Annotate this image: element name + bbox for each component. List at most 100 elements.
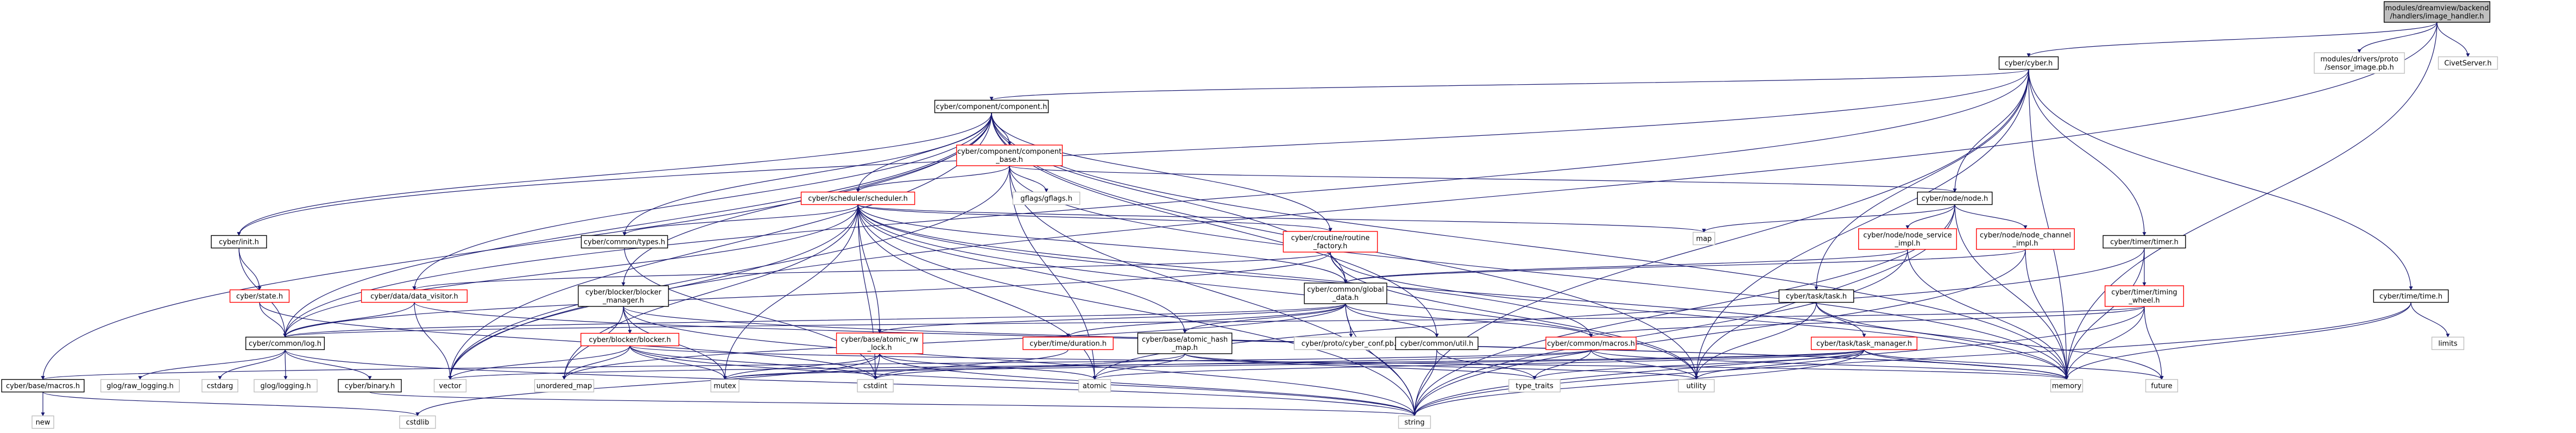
node-box [245, 336, 325, 350]
node-civet[interactable]: CivetServer.h [2438, 56, 2498, 70]
node-cyber-h[interactable]: cyber/cyber.h [1998, 56, 2059, 70]
edge-root-to-memory [2064, 22, 2438, 380]
node-limits[interactable]: limits [2431, 336, 2465, 350]
node-box [1395, 336, 1479, 350]
node-box [1508, 379, 1561, 393]
node-box [534, 379, 595, 393]
node-label: cyber/data/data_visitor.h [370, 293, 458, 301]
node-label: cyber/timer/timing [2111, 288, 2177, 297]
node-box [956, 145, 1063, 166]
edge-task-manager-to-type-traits [1532, 349, 1865, 380]
node-init-h[interactable]: cyber/init.h [211, 235, 267, 249]
node-base-macros[interactable]: cyber/base/macros.h [1, 379, 85, 393]
node-cstdlib[interactable]: cstdlib [399, 415, 436, 429]
node-component-h[interactable]: cyber/component/component.h [934, 99, 1049, 114]
node-util-h[interactable]: cyber/common/util.h [1395, 336, 1479, 350]
edge-blocker-h-to-vector [448, 346, 630, 380]
node-new[interactable]: new [31, 415, 54, 429]
node-box [1283, 231, 1378, 253]
node-label: _impl.h [1894, 240, 1920, 248]
node-types-h[interactable]: cyber/common/types.h [580, 235, 668, 249]
edge-util-h-to-type-traits [1436, 349, 1537, 380]
node-box [578, 285, 669, 307]
node-data-visitor[interactable]: cyber/data/data_visitor.h [361, 289, 468, 303]
node-label: _data.h [1332, 294, 1359, 302]
node-map[interactable]: map [1693, 231, 1715, 246]
edge-cyber-h-to-init-h [237, 69, 2029, 236]
node-vector[interactable]: vector [433, 379, 467, 393]
edge-global-data-to-duration-h [1066, 303, 1346, 338]
node-box [1545, 336, 1637, 350]
edge-scheduler-to-utility [857, 204, 1699, 380]
node-task-manager[interactable]: cyber/task/task_manager.h [1810, 336, 1918, 350]
node-timing-wheel[interactable]: cyber/timer/timing_wheel.h [2104, 285, 2184, 307]
node-global-data[interactable]: cyber/common/global_data.h [1304, 283, 1387, 304]
edge-node-service-to-global-data [1343, 249, 1908, 284]
node-log-h[interactable]: cyber/common/log.h [245, 336, 325, 350]
edge-macros-common-to-mutex [723, 349, 1592, 380]
node-label: modules/drivers/proto [2320, 55, 2398, 64]
node-mutex[interactable]: mutex [710, 379, 740, 393]
node-duration-h[interactable]: cyber/time/duration.h [1022, 336, 1114, 350]
node-label: cyber/node/node_service [1863, 231, 1952, 240]
edge-atomic-hash-map-to-atomic [1093, 353, 1185, 380]
node-component-base[interactable]: cyber/component/component_base.h [956, 145, 1063, 166]
node-sensor-image[interactable]: modules/drivers/proto/sensor_image.pb.h [2314, 52, 2405, 74]
node-blocker-h[interactable]: cyber/blocker/blocker.h [580, 332, 679, 347]
node-string[interactable]: string [1398, 415, 1431, 429]
node-atomic[interactable]: atomic [1078, 379, 1112, 393]
node-scheduler[interactable]: cyber/scheduler/scheduler.h [800, 191, 916, 205]
node-box [338, 379, 402, 393]
edge-root-to-vector [448, 22, 2438, 380]
node-label: cyber/binary.h [345, 382, 395, 391]
edge-global-data-to-log-h [283, 303, 1346, 338]
node-node-channel[interactable]: cyber/node/node_channel_impl.h [1976, 228, 2075, 250]
node-glog-raw[interactable]: glog/raw_logging.h [100, 379, 180, 393]
node-node-service[interactable]: cyber/node/node_service_impl.h [1858, 228, 1957, 250]
node-utility[interactable]: utility [1678, 379, 1715, 393]
edge-routine-factory-to-utility [1330, 252, 1699, 380]
node-cstdint[interactable]: cstdint [857, 379, 894, 393]
node-memory[interactable]: memory [2050, 379, 2083, 393]
node-atomic-rw-lock[interactable]: cyber/base/atomic_rw_lock.h [836, 332, 924, 354]
node-cyber-conf[interactable]: cyber/proto/cyber_conf.pb.h [1293, 336, 1409, 350]
node-task-h[interactable]: cyber/task/task.h [1778, 289, 1854, 303]
node-root[interactable]: modules/dreamview/backend/handlers/image… [2383, 1, 2491, 23]
node-box [2438, 56, 2498, 70]
node-routine-factory[interactable]: cyber/croutine/routine_factory.h [1283, 231, 1378, 253]
node-box [433, 379, 467, 393]
node-glog-logging[interactable]: glog/logging.h [254, 379, 318, 393]
edge-binary-h-to-string [369, 391, 1416, 417]
node-binary-h[interactable]: cyber/binary.h [338, 379, 402, 393]
node-blocker-manager[interactable]: cyber/blocker/blocker_manager.h [578, 285, 669, 307]
node-cstdarg[interactable]: cstdarg [201, 379, 238, 393]
node-state-h[interactable]: cyber/state.h [229, 289, 290, 303]
edge-scheduler-to-routine-factory [857, 204, 1333, 232]
node-timer-h[interactable]: cyber/timer/timer.h [2103, 235, 2186, 249]
node-gflags[interactable]: gflags/gflags.h [1012, 191, 1081, 205]
edge-node-channel-to-global-data [1343, 249, 2026, 284]
node-macros-common[interactable]: cyber/common/macros.h [1545, 336, 1637, 350]
node-box [1012, 191, 1081, 205]
node-label: cyber/cyber.h [2005, 60, 2053, 68]
edge-data-visitor-to-vector [414, 302, 452, 380]
node-future[interactable]: future [2145, 379, 2179, 393]
edge-node-h-to-node-channel [1954, 204, 2028, 229]
edge-time-h-to-string [1412, 302, 2411, 417]
node-box [2145, 379, 2179, 393]
node-label: cyber/node/node.h [1922, 195, 1988, 203]
edge-macros-common-to-type-traits [1532, 349, 1592, 380]
edge-timing-wheel-to-macros-common [1589, 306, 2145, 338]
node-box [1, 379, 85, 393]
node-unordered-map[interactable]: unordered_map [534, 379, 595, 393]
edge-util-h-to-string [1412, 349, 1437, 417]
node-atomic-hash-map[interactable]: cyber/base/atomic_hash_map.h [1137, 332, 1233, 354]
edge-atomic-hash-map-to-utility [1184, 353, 1699, 380]
node-label: cyber/croutine/routine [1291, 234, 1370, 242]
edge-cyber-h-to-component-h [989, 68, 2029, 101]
node-time-h[interactable]: cyber/time/time.h [2373, 289, 2449, 303]
edge-component-h-to-init-h [237, 112, 992, 236]
node-node-h[interactable]: cyber/node/node.h [1917, 191, 1993, 205]
node-box [31, 415, 54, 429]
node-type-traits[interactable]: type_traits [1508, 379, 1561, 393]
